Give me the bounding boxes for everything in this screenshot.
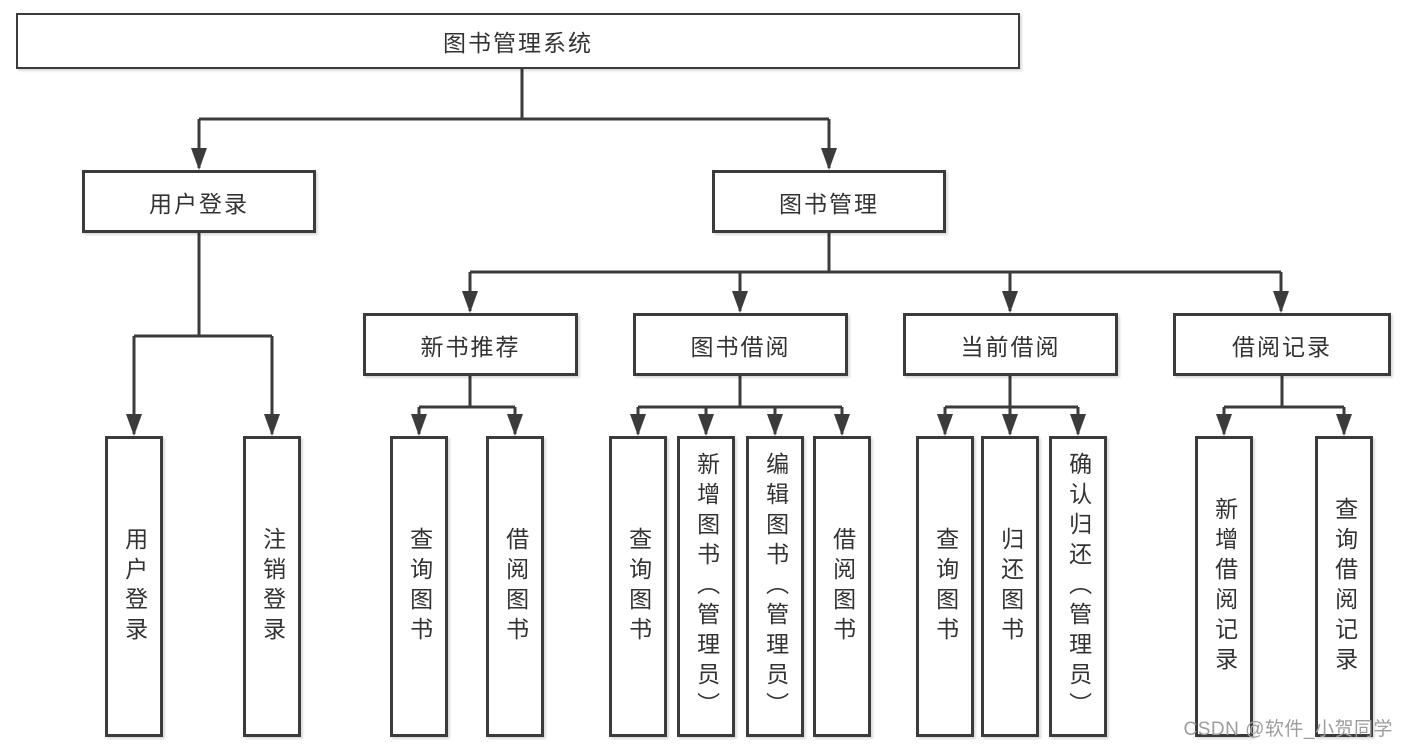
leaf-label: 查询图书: [625, 526, 652, 647]
node-label: 图书借阅: [690, 333, 791, 360]
node-label: 借阅记录: [1232, 333, 1332, 360]
node-user-login: 用户登录: [82, 170, 316, 233]
leaf-label: 查询图书: [406, 526, 433, 647]
leaf-query-books-current: 查询图书: [916, 436, 974, 737]
leaf-label: 查询图书: [932, 526, 959, 647]
node-book-management: 图书管理: [712, 170, 946, 233]
connector-borrow-records-children: [1216, 376, 1352, 436]
node-borrow-records: 借阅记录: [1173, 313, 1391, 376]
leaf-label: 注销登录: [259, 526, 286, 647]
leaf-user-login: 用户登录: [105, 436, 163, 737]
watermark: CSDN @软件_小贺同学: [1183, 719, 1393, 740]
leaf-query-books-recommend: 查询图书: [390, 436, 448, 737]
leaf-return-book: 归还图书: [981, 436, 1039, 737]
node-book-borrow: 图书借阅: [633, 313, 848, 376]
node-new-book-recommend: 新书推荐: [363, 313, 578, 376]
leaf-label: 用户登录: [121, 526, 148, 647]
connector-root-to-level2: [191, 69, 837, 170]
leaf-label: 借阅图书: [502, 526, 529, 647]
node-label: 图书管理系统: [443, 30, 593, 56]
leaf-label: 编辑图书（管理员）: [762, 451, 789, 722]
connector-book-borrow-children: [630, 376, 850, 436]
node-library-management-system: 图书管理系统: [16, 13, 1020, 69]
leaf-logout: 注销登录: [243, 436, 301, 737]
node-label: 当前借阅: [960, 333, 1061, 360]
leaf-label: 新增借阅记录: [1211, 496, 1238, 677]
leaf-label: 查询借阅记录: [1331, 496, 1358, 677]
connector-book-management-children: [462, 233, 1289, 313]
node-label: 新书推荐: [420, 333, 521, 360]
connector-new-book-recommend-children: [411, 376, 523, 436]
leaf-confirm-return-admin: 确认归还（管理员）: [1049, 436, 1107, 737]
leaf-label: 确认归还（管理员）: [1065, 451, 1092, 722]
leaf-borrow-books-recommend: 借阅图书: [486, 436, 544, 737]
connector-current-borrow-children: [937, 376, 1086, 436]
node-label: 用户登录: [149, 190, 249, 217]
leaf-label: 借阅图书: [829, 526, 856, 647]
leaf-borrow-books-borrow: 借阅图书: [813, 436, 871, 737]
leaf-query-books-borrow: 查询图书: [609, 436, 667, 737]
leaf-query-borrow-record: 查询借阅记录: [1315, 436, 1373, 737]
leaf-label: 归还图书: [997, 526, 1024, 647]
leaf-edit-book-admin: 编辑图书（管理员）: [746, 436, 804, 737]
leaf-label: 新增图书（管理员）: [693, 451, 720, 722]
leaf-add-borrow-record: 新增借阅记录: [1195, 436, 1253, 737]
leaf-add-book-admin: 新增图书（管理员）: [677, 436, 735, 737]
node-current-borrow: 当前借阅: [903, 313, 1118, 376]
connector-user-login-children: [126, 233, 280, 436]
node-label: 图书管理: [779, 190, 879, 217]
